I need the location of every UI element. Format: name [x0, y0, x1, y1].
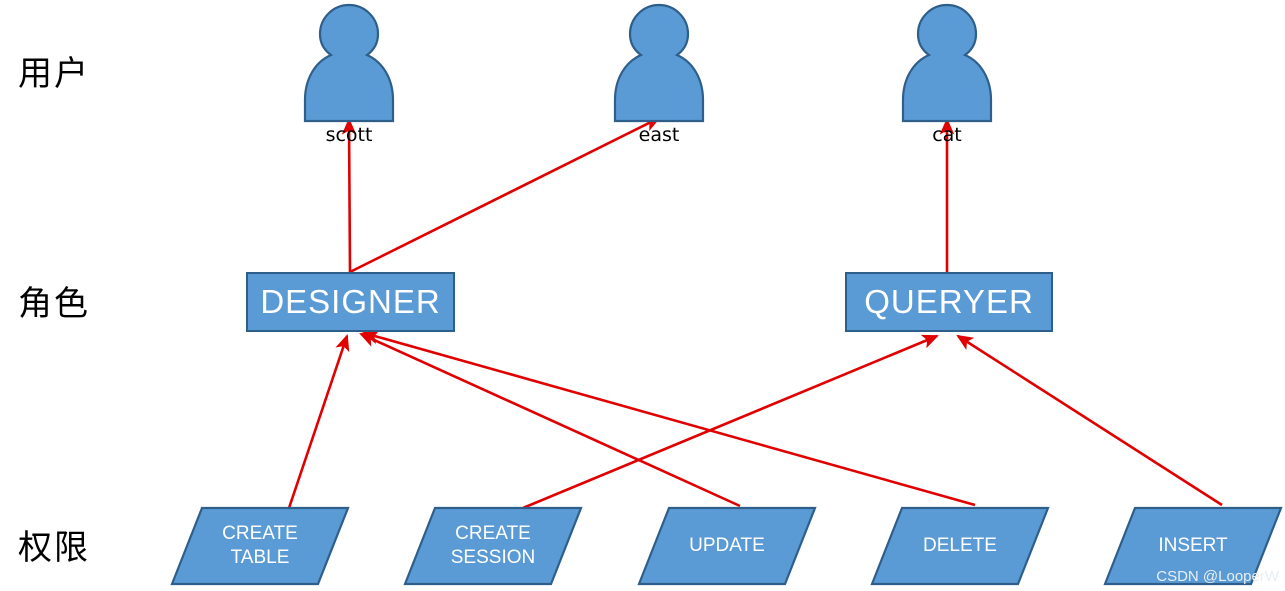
permission-node-insert[interactable]: INSERT: [1103, 506, 1283, 586]
parallelogram-shape: [170, 506, 350, 586]
role-box-designer[interactable]: DESIGNER: [246, 272, 455, 332]
permission-label: DELETE: [923, 535, 997, 557]
tier-label-roles: 角色: [18, 284, 90, 324]
user-node-scott[interactable]: scott: [301, 2, 397, 146]
role-box-queryer[interactable]: QUERYER: [845, 272, 1053, 332]
permission-node-update[interactable]: UPDATE: [637, 506, 817, 586]
arrow-create_table-to-designer: [287, 334, 350, 509]
permission-label: CREATE SESSION: [450, 523, 536, 568]
permission-label: CREATE TABLE: [222, 523, 298, 568]
parallelogram-shape: [403, 506, 583, 586]
person-icon: [303, 3, 395, 123]
permission-node-delete[interactable]: DELETE: [870, 506, 1050, 586]
arrow-update-to-designer: [359, 332, 741, 508]
tier-label-users: 用户: [18, 54, 90, 94]
person-icon: [901, 3, 993, 123]
permission-label: INSERT: [1158, 535, 1228, 557]
permission-node-create-session[interactable]: CREATE SESSION: [403, 506, 583, 586]
watermark: CSDN @LooperW: [1156, 568, 1279, 585]
user-label-cat: cat: [932, 124, 962, 146]
user-node-east[interactable]: east: [611, 2, 707, 146]
arrow-create_session-to-queryer: [522, 334, 939, 510]
user-label-east: east: [638, 124, 680, 146]
parallelogram-shape: [1103, 506, 1283, 586]
parallelogram-shape: [870, 506, 1050, 586]
arrow-delete-to-designer: [361, 329, 976, 507]
arrow-insert-to-queryer: [956, 334, 1223, 507]
permission-node-create-table[interactable]: CREATE TABLE: [170, 506, 350, 586]
permission-label: UPDATE: [689, 535, 765, 557]
user-label-scott: scott: [325, 124, 373, 146]
tier-label-permissions: 权限: [18, 528, 90, 568]
parallelogram-shape: [637, 506, 817, 586]
user-node-cat[interactable]: cat: [899, 2, 995, 146]
person-icon: [613, 3, 705, 123]
